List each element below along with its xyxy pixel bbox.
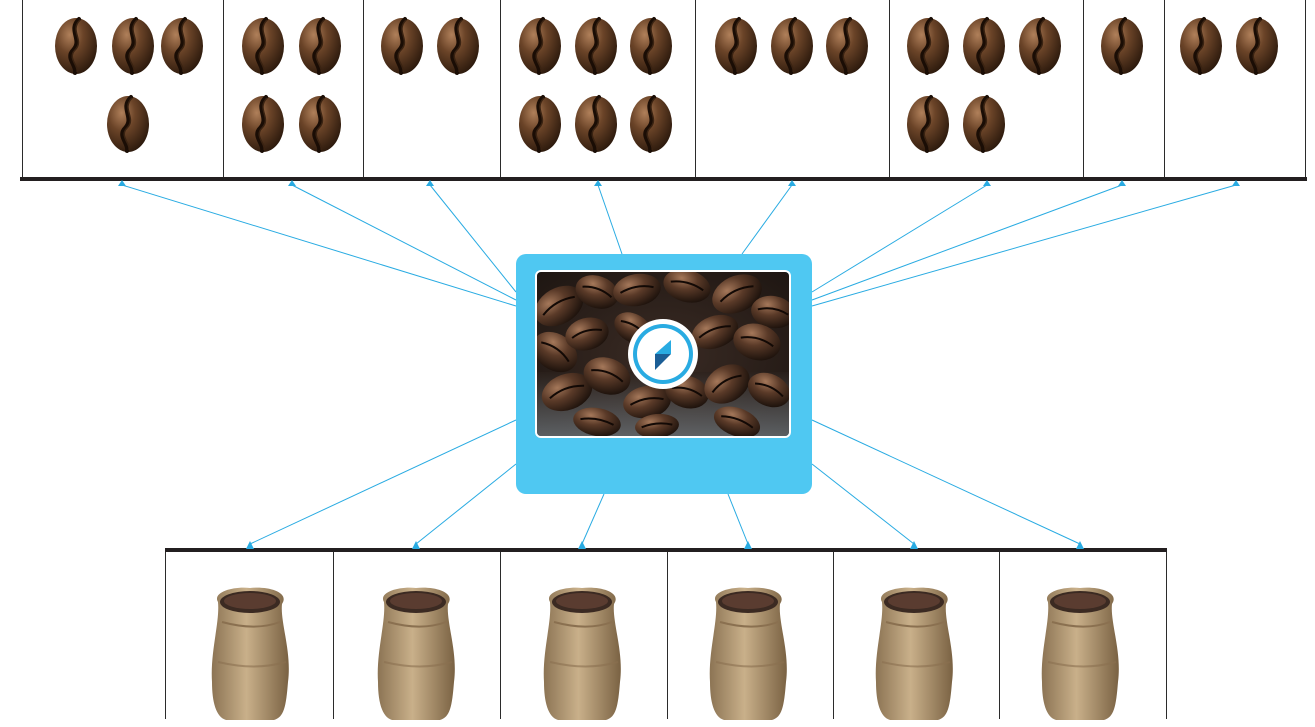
top-rail bbox=[20, 177, 1307, 181]
coffee-bean-icon bbox=[105, 94, 151, 159]
coffee-bean-icon bbox=[961, 16, 1007, 81]
sack-cell-divider bbox=[333, 550, 334, 719]
sack-cell-divider bbox=[500, 550, 501, 719]
bean-cell-divider bbox=[1164, 0, 1165, 178]
coffee-bean-icon bbox=[297, 16, 343, 81]
sack-cell-divider bbox=[999, 550, 1000, 719]
coffee-bean-icon bbox=[517, 94, 563, 159]
connector-line bbox=[811, 184, 1123, 301]
burlap-sack-icon bbox=[370, 582, 462, 727]
connector-line bbox=[811, 419, 1081, 545]
burlap-sack-icon bbox=[868, 582, 960, 727]
coffee-bean-icon bbox=[379, 16, 425, 81]
coffee-bean-icon bbox=[905, 16, 951, 81]
coffee-bean-icon bbox=[573, 16, 619, 81]
burlap-sack-icon bbox=[702, 582, 794, 727]
connector-line bbox=[429, 184, 517, 293]
sack-cell-divider bbox=[165, 550, 166, 719]
connector-line bbox=[249, 419, 517, 545]
connector-line bbox=[727, 493, 749, 545]
burlap-sack-icon bbox=[1034, 582, 1126, 727]
coffee-bean-icon bbox=[769, 16, 815, 81]
coffee-bean-icon bbox=[517, 16, 563, 81]
connector-line bbox=[811, 463, 915, 545]
coffee-bean-icon bbox=[1017, 16, 1063, 81]
coffee-bean-icon bbox=[240, 94, 286, 159]
coffee-beans-photo bbox=[535, 270, 791, 438]
connector-arrow bbox=[426, 180, 434, 186]
coffee-bean-icon bbox=[573, 94, 619, 159]
coffee-bean-icon bbox=[961, 94, 1007, 159]
coffee-bean-icon bbox=[435, 16, 481, 81]
coffee-bean-icon bbox=[1234, 16, 1280, 81]
connector-line bbox=[291, 184, 517, 301]
coffee-bean-icon bbox=[53, 16, 99, 81]
connector-arrow bbox=[288, 180, 296, 186]
coffee-bean-icon bbox=[1099, 16, 1145, 81]
coffee-bean-icon bbox=[297, 94, 343, 159]
connector-arrow bbox=[594, 180, 602, 186]
connector-arrow bbox=[246, 541, 254, 549]
coffee-bean-icon bbox=[824, 16, 870, 81]
connector-arrow bbox=[1232, 180, 1240, 186]
connector-arrow bbox=[910, 541, 918, 549]
connector-line bbox=[811, 184, 988, 293]
connector-line bbox=[581, 493, 605, 545]
coffee-bean-icon bbox=[713, 16, 759, 81]
bean-cell-divider bbox=[22, 0, 23, 178]
bean-cell-divider bbox=[363, 0, 364, 178]
burlap-sack-icon bbox=[204, 582, 296, 727]
bean-cell-divider bbox=[223, 0, 224, 178]
connector-arrow bbox=[1118, 180, 1126, 186]
connector-arrow bbox=[744, 541, 752, 549]
connector-arrow bbox=[1076, 541, 1084, 549]
connector-arrow bbox=[412, 541, 420, 549]
bean-cell-divider bbox=[695, 0, 696, 178]
coffee-bean-icon bbox=[110, 16, 156, 81]
coffee-bean-icon bbox=[628, 94, 674, 159]
connector-line bbox=[741, 184, 793, 255]
bean-cell-divider bbox=[1083, 0, 1084, 178]
coffee-bean-icon bbox=[240, 16, 286, 81]
coffee-bean-icon bbox=[905, 94, 951, 159]
coffee-bean-icon bbox=[628, 16, 674, 81]
connector-arrow bbox=[788, 180, 796, 186]
connector-arrow bbox=[983, 180, 991, 186]
sack-cell-divider bbox=[667, 550, 668, 719]
connector-line bbox=[811, 184, 1237, 307]
bean-cell-divider bbox=[889, 0, 890, 178]
connector-line bbox=[415, 463, 517, 545]
connector-arrow bbox=[578, 541, 586, 549]
burlap-sack-icon bbox=[536, 582, 628, 727]
connector-line bbox=[597, 184, 623, 255]
bean-cell-divider bbox=[1305, 0, 1306, 178]
bottom-rail bbox=[165, 548, 1167, 552]
bean-cell-divider bbox=[500, 0, 501, 178]
coffee-bean-icon bbox=[159, 16, 205, 81]
connector-arrow bbox=[118, 180, 126, 186]
coffee-bean-icon bbox=[1178, 16, 1224, 81]
sack-cell-divider bbox=[1166, 550, 1167, 719]
play-logo-icon[interactable] bbox=[627, 318, 699, 390]
sack-cell-divider bbox=[833, 550, 834, 719]
connector-line bbox=[121, 184, 517, 307]
